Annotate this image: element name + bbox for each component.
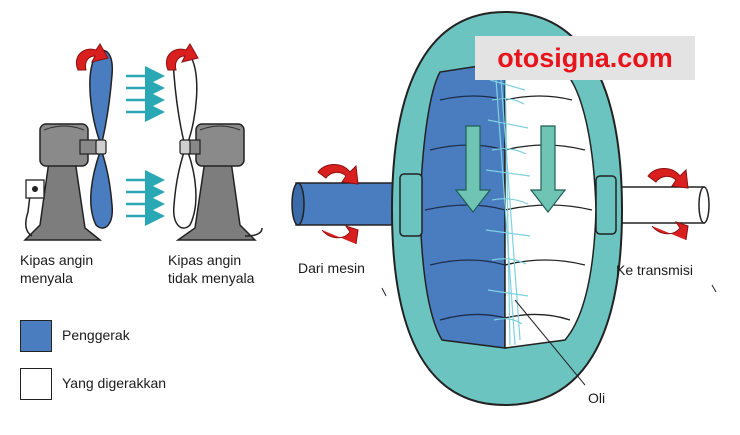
flow-arrows	[454, 125, 567, 213]
rotation-arrow-icon	[166, 43, 199, 71]
from-engine-label: Dari mesin	[298, 260, 365, 276]
legend-swatch-driver	[20, 320, 52, 352]
rotation-arrow-icon	[76, 43, 109, 71]
legend-label-driver: Penggerak	[62, 327, 130, 343]
fan-driven	[173, 49, 263, 241]
legend-label-driven: Yang digerakkan	[62, 375, 167, 391]
rotation-arrow-icon	[647, 168, 689, 189]
airflow-arrows	[126, 66, 165, 226]
fan-driven-label-line1: Kipas angin	[168, 252, 242, 268]
oil-flow	[485, 64, 531, 346]
legend-swatch-driven	[20, 368, 52, 400]
fan-driven-label-line2: tidak menyala	[168, 270, 255, 286]
fan-powered-label-line2: menyala	[20, 270, 73, 286]
fan-powered-label-line1: Kipas angin	[20, 252, 94, 268]
rotation-arrow-icon	[317, 164, 359, 185]
watermark: otosigna.com	[475, 36, 695, 80]
oil-label: Oli	[588, 390, 606, 406]
fan-powered	[23, 49, 113, 241]
to-transmission-label: Ke transmisi	[616, 262, 694, 278]
